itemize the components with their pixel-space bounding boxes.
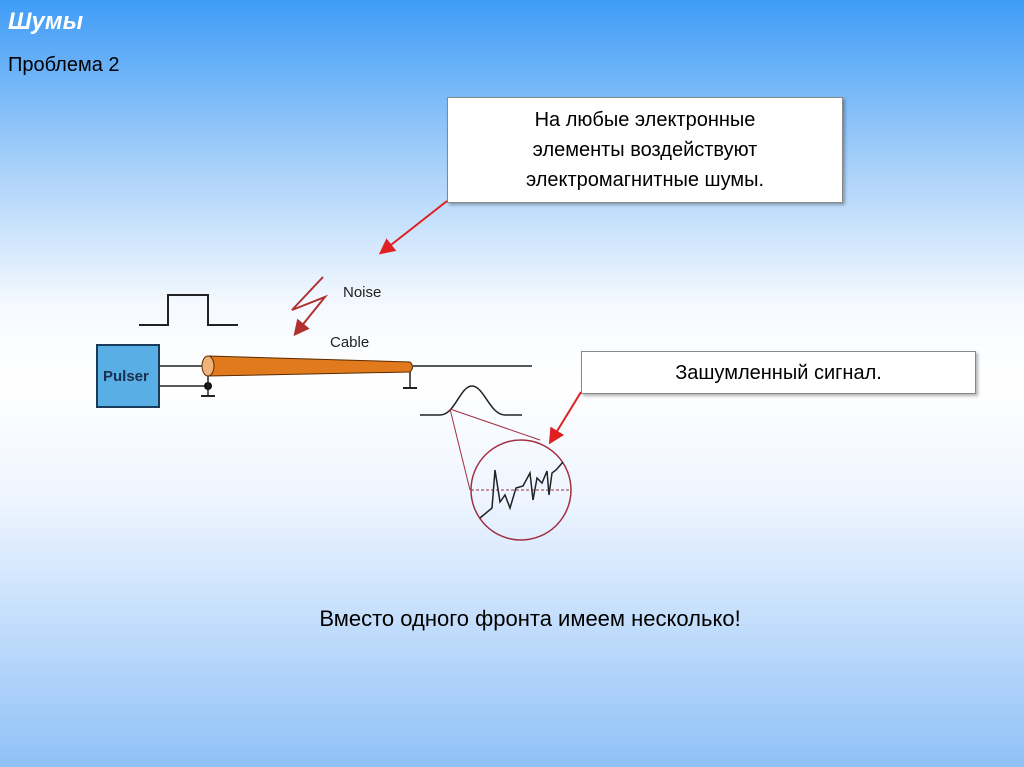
callout-line: На любые электронные (534, 109, 756, 131)
noisy-signal-trace (479, 461, 564, 519)
callout-noisy-signal: Зашумленный сигнал. (581, 351, 976, 394)
callout-arrow (378, 200, 448, 255)
slide-title: Шумы (8, 8, 84, 35)
callout-line: электромагнитные шумы. (525, 169, 765, 191)
cable (207, 355, 413, 377)
callout-em-noise: На любые электронные элементы воздейству… (447, 97, 843, 203)
callout-line: элементы воздействуют (532, 139, 758, 161)
square-pulse (139, 294, 238, 326)
gaussian-signal (420, 385, 522, 416)
slide-subtitle: Проблема 2 (8, 54, 120, 76)
callout-arrow (548, 391, 582, 445)
noise-bolt-icon (291, 276, 329, 337)
cable-label: Cable (330, 334, 370, 351)
pulser-label: Pulser (103, 368, 149, 385)
conclusion-text: Вместо одного фронта имеем несколько! (319, 606, 741, 631)
pulser-box (96, 344, 160, 408)
noise-label: Noise (343, 284, 382, 301)
